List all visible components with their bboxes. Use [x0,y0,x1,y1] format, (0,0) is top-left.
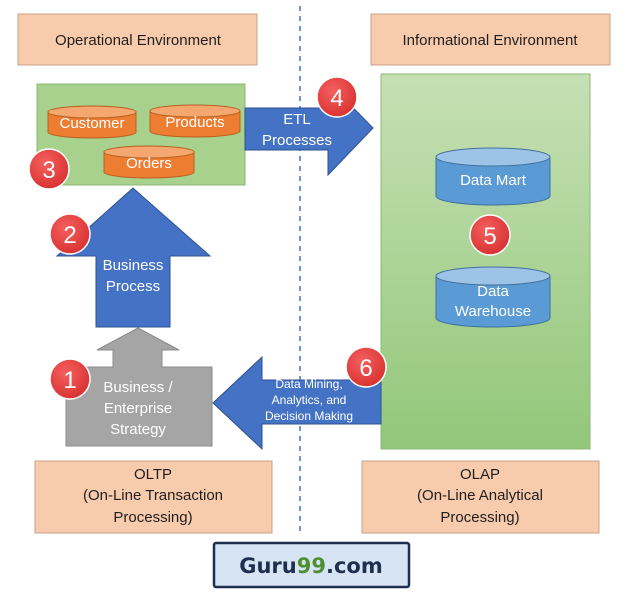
step-badge-6: 6 [345,346,387,388]
operational-environment-box: Operational Environment [17,13,258,66]
business-process-arrow: Business Process [55,187,212,328]
step-badge-2-number: 2 [63,222,76,249]
olap-label-line3: Processing) [440,509,519,526]
oltp-box: OLTP (On-Line Transaction Processing) [34,460,273,534]
step-badge-4-number: 4 [330,85,343,112]
strategy-label-line2: Enterprise [104,400,172,417]
orders-label: Orders [126,155,172,172]
data-mart-label: Data Mart [460,172,527,189]
logo-guru: Guru [239,554,297,578]
customer-label: Customer [59,115,124,132]
operational-environment-label: Operational Environment [55,32,222,49]
guru99-logo-text: Guru99.com [239,554,382,578]
business-process-label-line1: Business [103,257,164,274]
step-badge-1: 1 [49,358,91,400]
orders-database-icon: Orders [103,145,195,179]
logo-99: 99 [297,554,326,578]
oltp-label-line3: Processing) [113,509,192,526]
olap-label-line2: (On-Line Analytical [417,487,543,504]
step-badge-5-number: 5 [483,223,496,250]
business-process-label-line2: Process [106,278,160,295]
etl-label-line1: ETL [283,111,311,128]
etl-label-line2: Processes [262,132,332,149]
data-mining-arrow: Data Mining, Analytics, and Decision Mak… [212,355,382,451]
data-warehouse-database-icon: Data Warehouse [435,266,551,328]
step-badge-4: 4 [316,76,358,118]
step-badge-1-number: 1 [63,367,76,394]
informational-environment-box: Informational Environment [370,13,611,66]
step-badge-3: 3 [28,148,70,190]
strategy-label-line1: Business / [103,379,173,396]
step-badge-5: 5 [469,214,511,256]
informational-environment-label: Informational Environment [402,32,578,49]
data-warehouse-label-line2: Warehouse [455,303,531,320]
data-mining-label-line1: Data Mining, [275,377,342,391]
informational-panel [380,73,591,450]
olap-label-line1: OLAP [460,466,500,483]
business-strategy-shape: Business / Enterprise Strategy [65,327,213,447]
step-badge-6-number: 6 [359,355,372,382]
customer-database-icon: Customer [47,105,137,139]
data-mart-database-icon: Data Mart [435,147,551,206]
products-label: Products [165,114,224,131]
olap-box: OLAP (On-Line Analytical Processing) [361,460,600,534]
logo-com: .com [326,554,383,578]
step-badge-3-number: 3 [42,157,55,184]
data-warehouse-label-line1: Data [477,283,509,300]
products-database-icon: Products [149,104,241,138]
data-mining-label-line3: Decision Making [265,409,353,423]
oltp-label-line2: (On-Line Transaction [83,487,223,504]
guru99-logo: Guru99.com [212,541,411,589]
step-badge-2: 2 [49,213,91,255]
strategy-label-line3: Strategy [110,421,166,438]
oltp-label-line1: OLTP [134,466,172,483]
data-mining-label-line2: Analytics, and [272,393,347,407]
